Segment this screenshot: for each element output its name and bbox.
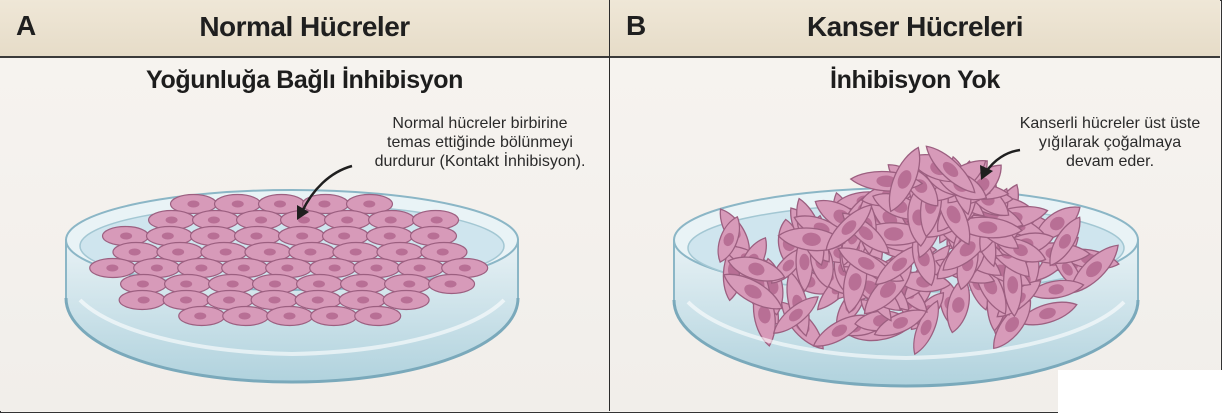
cell-nucleus [403,281,415,288]
cell-nucleus [350,249,362,256]
panel-b-annotation: Kanserli hücreler üst üste yığılarak çoğ… [1004,114,1216,171]
cell-nucleus [401,297,413,304]
cell-nucleus [296,233,308,240]
cell-nucleus [370,313,382,320]
cell-nucleus [220,249,232,256]
cell-nucleus [363,201,375,208]
cell-nucleus [370,265,382,272]
cell-nucleus [194,313,206,320]
cell-nucleus [269,297,281,304]
cell-nucleus [151,265,163,272]
cell-nucleus [312,297,324,304]
panel-b-annotation-line-1: Kanserli hücreler üst üste [1004,114,1216,133]
cell-nucleus [431,217,443,224]
cell-nucleus [129,249,141,256]
cell-nucleus [284,313,296,320]
cell-nucleus [195,265,207,272]
cell-nucleus [180,297,192,304]
panel-a-annotation: Normal hücreler birbirine temas ettiğind… [352,114,608,171]
cell-nucleus [227,281,239,288]
cell-nucleus [313,281,325,288]
cell-nucleus [269,281,281,288]
cell-nucleus [414,265,426,272]
cell-nucleus [223,297,235,304]
cell-nucleus [207,233,219,240]
cell-nucleus [238,265,250,272]
cell-nucleus [338,233,350,240]
petri-dish-cancer [610,0,1220,411]
cell-nucleus [396,249,408,256]
cell-nucleus [208,217,220,224]
cell-nucleus [304,249,316,256]
panel-b-annotation-line-2: yığılarak çoğalmaya [1004,133,1216,152]
blank-patch [1058,370,1222,413]
cell-nucleus [318,201,330,208]
cell-nucleus [137,281,149,288]
cell-nucleus [138,297,150,304]
cell-nucleus [437,249,449,256]
cell-nucleus [255,217,267,224]
cell-nucleus [326,313,338,320]
cell-nucleus [166,217,178,224]
cell-nucleus [264,249,276,256]
panel-normal-cells: A Normal Hücreler Yoğunluğa Bağlı İnhibi… [0,0,609,411]
petri-dish-normal [0,0,609,411]
cell-nucleus [187,201,199,208]
cell-nucleus [427,233,439,240]
cell-nucleus [459,265,471,272]
panel-a-annotation-line-3: durdurur (Kontakt İnhibisyon). [352,152,608,171]
cell-nucleus [232,201,244,208]
cell-nucleus [329,265,341,272]
cell-nucleus [172,249,184,256]
cell-nucleus [281,265,293,272]
cell-nucleus [239,313,251,320]
cell-nucleus [274,201,286,208]
panel-cancer-cells: B Kanser Hücreleri İnhibisyon Yok Kanser… [610,0,1220,411]
cell-nucleus [180,281,192,288]
cell-nucleus [162,233,174,240]
cell-nucleus [250,233,262,240]
cell-nucleus [357,297,369,304]
cell-nucleus [385,217,397,224]
panel-a-annotation-line-1: Normal hücreler birbirine [352,114,608,133]
cell-nucleus [341,217,353,224]
panel-a-annotation-line-2: temas ettiğinde bölünmeyi [352,133,608,152]
cell-nucleus [106,265,118,272]
cell-nucleus [120,233,132,240]
cell-nucleus [445,281,457,288]
cell-nucleus [356,281,368,288]
cell-nucleus [384,233,396,240]
panel-b-annotation-line-3: devam eder. [1004,152,1216,171]
